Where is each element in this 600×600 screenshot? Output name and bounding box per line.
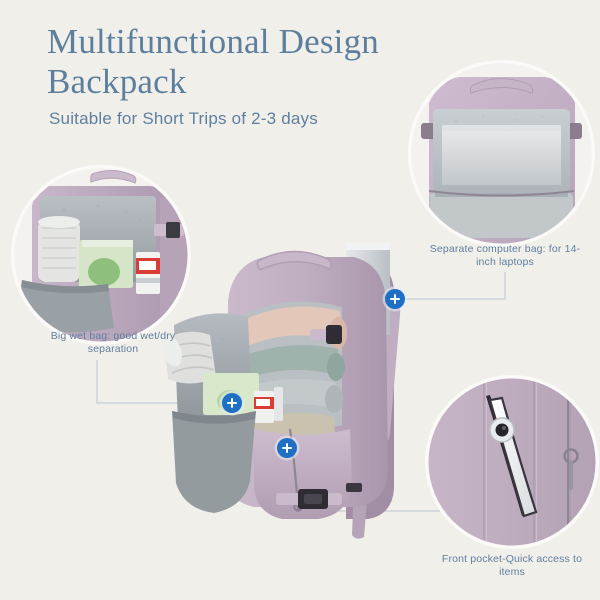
inset-photo-wet-bag xyxy=(14,168,188,342)
inset-photo-laptop-compartment xyxy=(411,63,592,244)
page-title: Multifunctional Design Backpack xyxy=(47,22,379,101)
inset-photo-front-pocket xyxy=(428,378,596,546)
caption-front-pocket: Front pocket-Quick access to items xyxy=(441,553,583,578)
hotspot-plus-icon-wetbag[interactable] xyxy=(222,393,242,413)
page-subtitle: Suitable for Short Trips of 2-3 days xyxy=(49,109,318,128)
main-product-photo xyxy=(150,215,470,545)
caption-laptop-compartment: Separate computer bag: for 14-inch lapto… xyxy=(429,243,581,268)
hotspot-plus-icon-laptop[interactable] xyxy=(385,289,405,309)
caption-wet-bag: Big wet bag: good wet/dry separation xyxy=(50,330,176,355)
hotspot-plus-icon-front-pocket[interactable] xyxy=(277,438,297,458)
